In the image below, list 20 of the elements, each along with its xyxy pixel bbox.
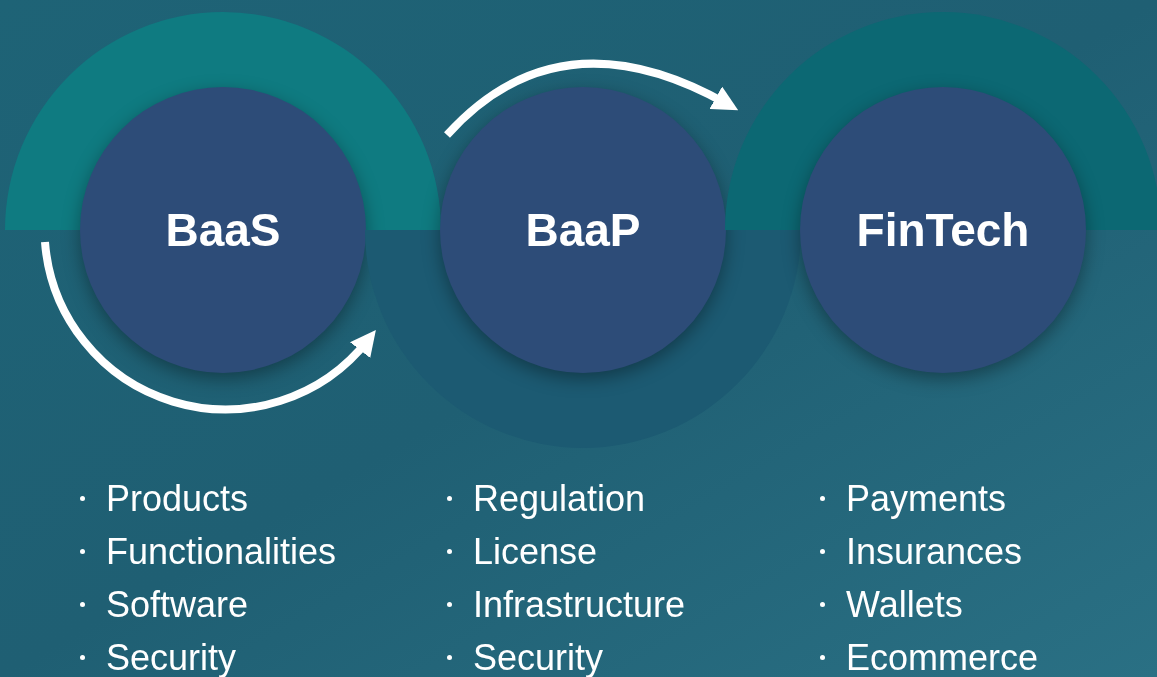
node-title: FinTech — [856, 207, 1030, 253]
list-item: Security — [106, 639, 237, 676]
curved-arrow — [444, 59, 739, 138]
list-item: License — [473, 533, 598, 570]
list-item: Products — [106, 480, 249, 517]
list-item: Payments — [846, 480, 1007, 517]
circle-drawing — [725, 12, 1157, 373]
node-title: BaaS — [165, 207, 281, 253]
circle-drawing — [5, 12, 441, 373]
list-item: Software — [106, 586, 249, 623]
circle-drawing — [365, 87, 801, 448]
list-item: Security — [473, 639, 604, 676]
list-item: Regulation — [473, 480, 646, 517]
list-item: Ecommerce — [846, 639, 1039, 676]
node-title: BaaP — [525, 207, 641, 253]
curved-arrow — [41, 241, 377, 414]
list-item: Functionalities — [106, 533, 337, 570]
list-item: Wallets — [846, 586, 963, 623]
list-item: Infrastructure — [473, 586, 686, 623]
list-item: Insurances — [846, 533, 1023, 570]
